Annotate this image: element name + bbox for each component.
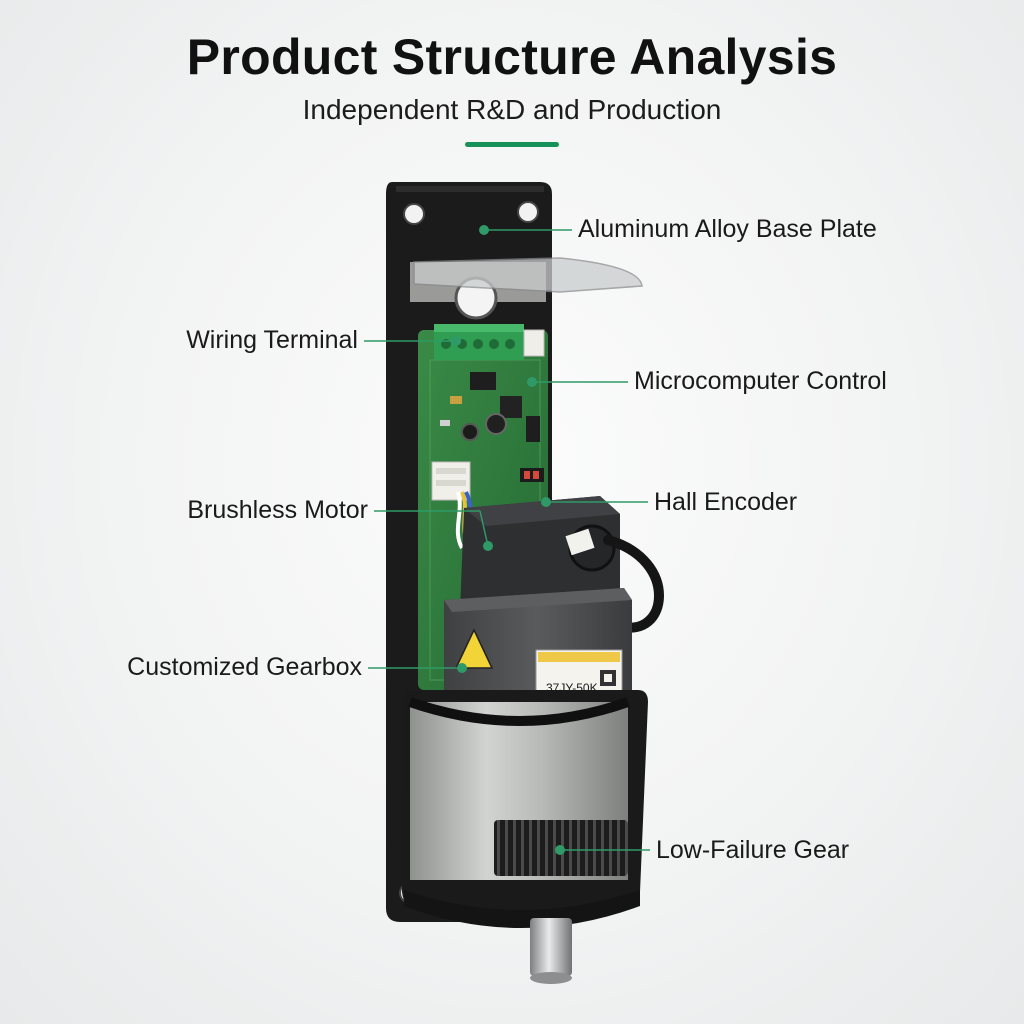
callout-wiring-terminal: Wiring Terminal [186, 326, 358, 354]
callout-microcomputer-control: Microcomputer Control [634, 367, 887, 395]
callout-brushless-motor: Brushless Motor [187, 496, 368, 524]
callout-customized-gearbox: Customized Gearbox [127, 653, 362, 681]
leader-dot-customized-gearbox [457, 663, 467, 673]
callout-low-failure-gear: Low-Failure Gear [656, 836, 850, 864]
wiring-terminal-block [434, 324, 545, 360]
clear-bracket [413, 257, 643, 293]
page-title: Product Structure Analysis [186, 29, 838, 85]
callout-aluminum-base-plate: Aluminum Alloy Base Plate [578, 215, 877, 243]
leader-dot-hall-encoder [541, 497, 551, 507]
title-accent-bar [465, 142, 559, 147]
leader-dot-microcomputer-control [527, 377, 537, 387]
callout-hall-encoder: Hall Encoder [654, 488, 798, 516]
mount-hole [403, 203, 425, 225]
leader-dot-wiring-terminal [451, 336, 461, 346]
leader-dot-low-failure-gear [555, 845, 565, 855]
leader-dot-base-plate [479, 225, 489, 235]
gear-housing [402, 690, 648, 928]
output-shaft [530, 918, 572, 984]
callout-leaders [364, 225, 650, 855]
page-subtitle: Independent R&D and Production [302, 94, 722, 125]
mount-hole [517, 201, 539, 223]
